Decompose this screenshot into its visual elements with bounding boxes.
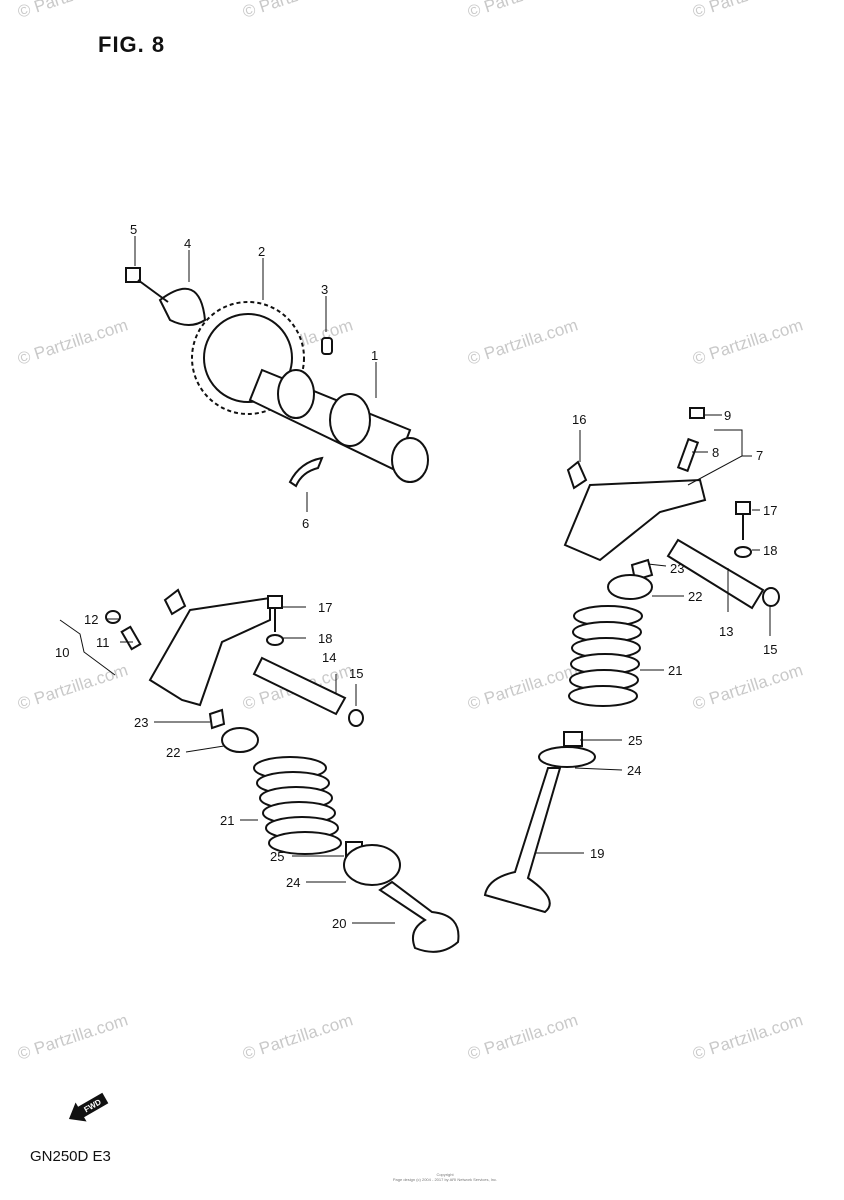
callout-22: 22 [688, 589, 702, 604]
callout-22b: 22 [166, 745, 180, 760]
camshaft-pin [321, 337, 333, 355]
callout-21b: 21 [220, 813, 234, 828]
o-ring-right [762, 587, 780, 607]
rocker-arm-left [148, 596, 271, 707]
adjuster-screw [676, 437, 700, 473]
callout-5: 5 [130, 222, 137, 237]
o-ring-left [348, 709, 364, 727]
callout-17: 17 [318, 600, 332, 615]
callout-10: 10 [55, 645, 69, 660]
rocker-shaft-right [666, 538, 765, 610]
callout-11: 11 [96, 635, 110, 650]
spring-seat-right [538, 746, 596, 768]
lock-washer [158, 287, 207, 326]
copyright-line-2: Page design (c) 2004 - 2017 by ARI Netwo… [392, 1177, 498, 1182]
spring-seat-left [343, 844, 401, 886]
callout-12: 12 [84, 612, 98, 627]
callout-15b: 15 [349, 666, 363, 681]
callout-9: 9 [724, 408, 731, 423]
watermark-text-14: © Partzilla.com [465, 1010, 580, 1063]
rocker-cap-left [163, 588, 187, 616]
callout-13: 13 [719, 624, 733, 639]
callout-25b: 25 [270, 849, 284, 864]
callout-20: 20 [332, 916, 346, 931]
watermark-text-4: © Partzilla.com [15, 315, 130, 368]
leader-lines [59, 236, 771, 924]
sprocket-bolt-head [125, 267, 141, 283]
exhaust-valve [483, 767, 562, 914]
camshaft-end [391, 437, 429, 483]
camshaft-lobe [329, 393, 371, 447]
callout-25: 25 [628, 733, 642, 748]
figure-title: FIG. 8 [98, 32, 166, 57]
copyright-notice: Copyright Page design (c) 2004 - 2017 by… [360, 1172, 530, 1182]
callout-21: 21 [668, 663, 682, 678]
callout-2: 2 [258, 244, 265, 259]
shaft-bolt-right [735, 501, 751, 515]
watermark-text-1: © Partzilla.com [240, 0, 355, 22]
watermark-text-8: © Partzilla.com [15, 660, 130, 713]
copyright-line-1: Copyright [436, 1172, 454, 1177]
fwd-arrow: FWD [68, 1092, 109, 1122]
watermark-text-3: © Partzilla.com [690, 0, 805, 22]
spring-retainer-left [221, 727, 259, 753]
callout-14: 14 [322, 650, 336, 665]
callout-labels: 1 2 3 4 5 6 7 8 9 10 11 12 13 14 15 15 1… [55, 222, 777, 931]
bolt-washer-right [734, 546, 752, 558]
watermark-text-13: © Partzilla.com [240, 1010, 355, 1063]
callout-7: 7 [756, 448, 763, 463]
intake-valve [378, 880, 460, 953]
rocker-group-left [105, 588, 460, 953]
spring-retainer-right [607, 574, 653, 600]
watermark-text-11: © Partzilla.com [690, 660, 805, 713]
camshaft-assembly [125, 267, 429, 488]
rocker-group-right [483, 407, 780, 914]
watermark-text-0: © Partzilla.com [15, 0, 130, 22]
rocker-cap-right [566, 460, 588, 490]
camshaft-lobe-inner [277, 369, 315, 419]
callout-15: 15 [763, 642, 777, 657]
callout-16: 16 [572, 412, 586, 427]
adjuster-nut [689, 407, 705, 419]
callout-6: 6 [302, 516, 309, 531]
valve-spring-right [568, 605, 643, 707]
valve-spring-left [253, 756, 342, 855]
watermark-text-10: © Partzilla.com [465, 660, 580, 713]
callout-24: 24 [627, 763, 641, 778]
callout-4: 4 [184, 236, 191, 251]
callout-23b: 23 [134, 715, 148, 730]
callout-18: 18 [318, 631, 332, 646]
rocker-arm-right [563, 478, 707, 562]
valve-cotter-left [208, 708, 226, 730]
watermark-text-15: © Partzilla.com [690, 1010, 805, 1063]
shaft-bolt-left [267, 595, 283, 609]
adjuster-nut-left [105, 610, 121, 624]
retaining-clip [288, 456, 324, 488]
callout-8: 8 [712, 445, 719, 460]
watermark-text-7: © Partzilla.com [690, 315, 805, 368]
model-code: GN250D E3 [30, 1148, 111, 1165]
adjuster-screw-left [120, 625, 142, 651]
rocker-shaft-left [252, 656, 347, 716]
watermark-text-2: © Partzilla.com [465, 0, 580, 22]
sprocket-bolt-shank [137, 279, 169, 303]
callout-23: 23 [670, 561, 684, 576]
watermark-text-12: © Partzilla.com [15, 1010, 130, 1063]
callout-3: 3 [321, 282, 328, 297]
callout-19: 19 [590, 846, 604, 861]
watermark-text-6: © Partzilla.com [465, 315, 580, 368]
callout-24b: 24 [286, 875, 300, 890]
callout-1: 1 [371, 348, 378, 363]
callout-17b: 17 [763, 503, 777, 518]
bolt-washer-left [266, 634, 284, 646]
valve-seal-right [563, 731, 583, 747]
callout-18b: 18 [763, 543, 777, 558]
